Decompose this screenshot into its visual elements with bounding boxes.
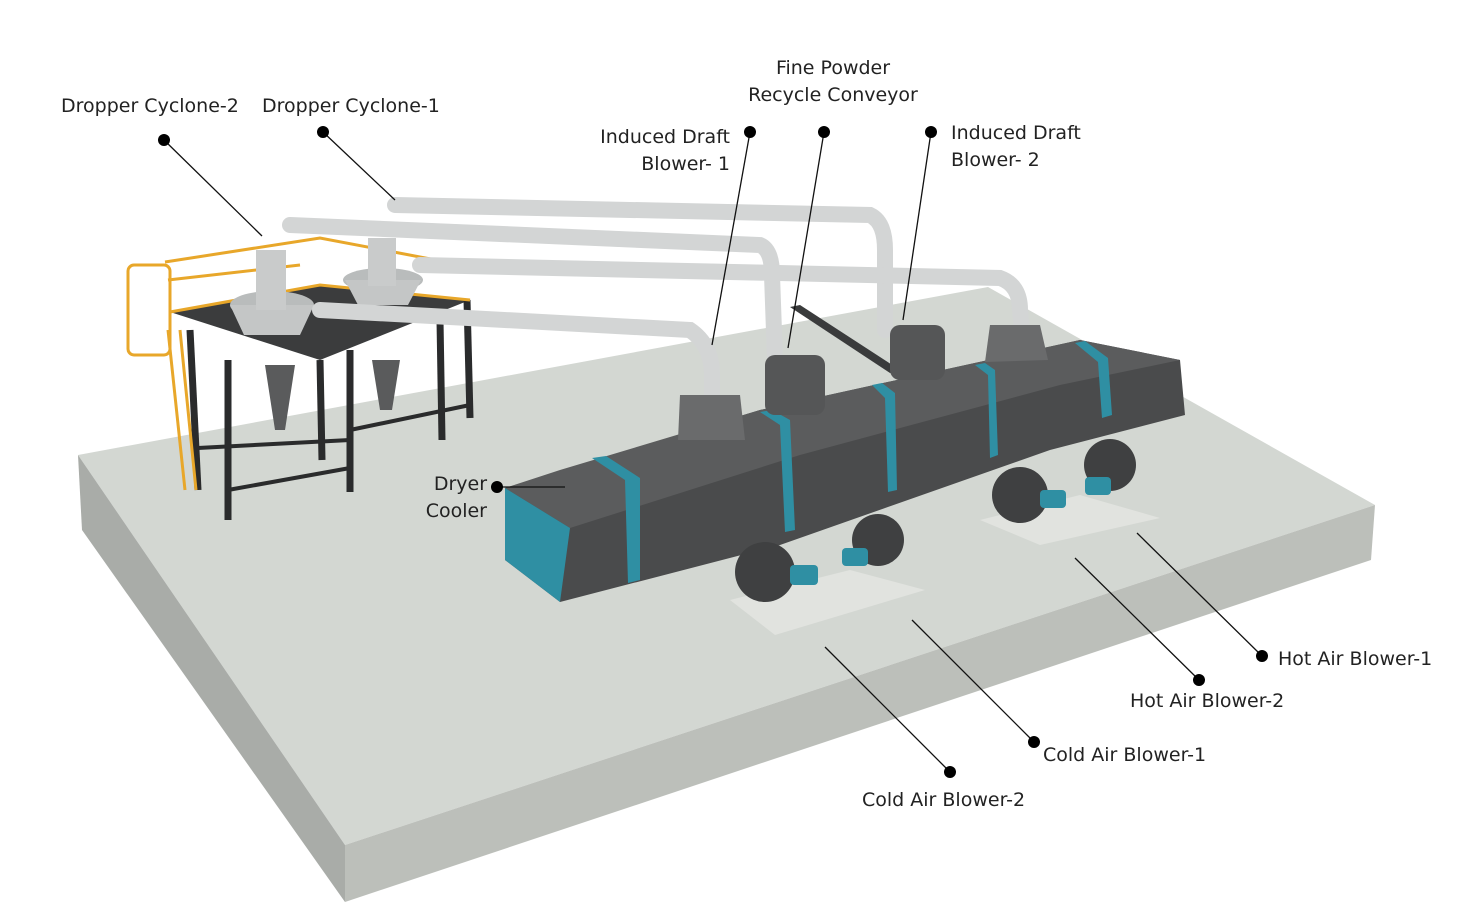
label-line: Blower- 1	[641, 153, 730, 175]
leader-lines	[163, 131, 1263, 773]
label-dropper-cyclone-1: Dropper Cyclone-1	[262, 95, 440, 117]
label-hot-air-blower-2: Hot Air Blower-2	[1130, 690, 1285, 712]
label-fine-powder-recycle-conveyor: Fine Powder Recycle Conveyor	[747, 55, 919, 109]
label-cold-air-blower-2: Cold Air Blower-2	[862, 789, 1026, 811]
label-cold-air-blower-1: Cold Air Blower-1	[1043, 744, 1207, 766]
label-line: Induced Draft	[951, 122, 1081, 144]
label-line: Dryer	[433, 473, 487, 495]
label-line: Blower- 2	[951, 149, 1040, 171]
label-line: Fine Powder	[775, 57, 891, 79]
label-dropper-cyclone-2: Dropper Cyclone-2	[61, 95, 239, 117]
label-line: Cooler	[425, 500, 487, 522]
label-induced-draft-blower-1: Induced Draft Blower- 1	[594, 124, 730, 178]
label-line: Recycle Conveyor	[748, 84, 918, 106]
label-induced-draft-blower-2: Induced Draft Blower- 2	[951, 120, 1081, 174]
label-line: Induced Draft	[600, 126, 730, 148]
label-dryer-cooler: Dryer Cooler	[412, 471, 487, 525]
fine-powder-conveyor-illustration	[790, 305, 900, 373]
leader-dots	[158, 126, 1268, 778]
air-blower-pads	[730, 439, 1160, 635]
dryer-cooler-body	[505, 325, 1185, 602]
ducting	[282, 197, 1030, 408]
label-hot-air-blower-1: Hot Air Blower-1	[1278, 648, 1433, 670]
induced-draft-blowers	[765, 325, 945, 415]
